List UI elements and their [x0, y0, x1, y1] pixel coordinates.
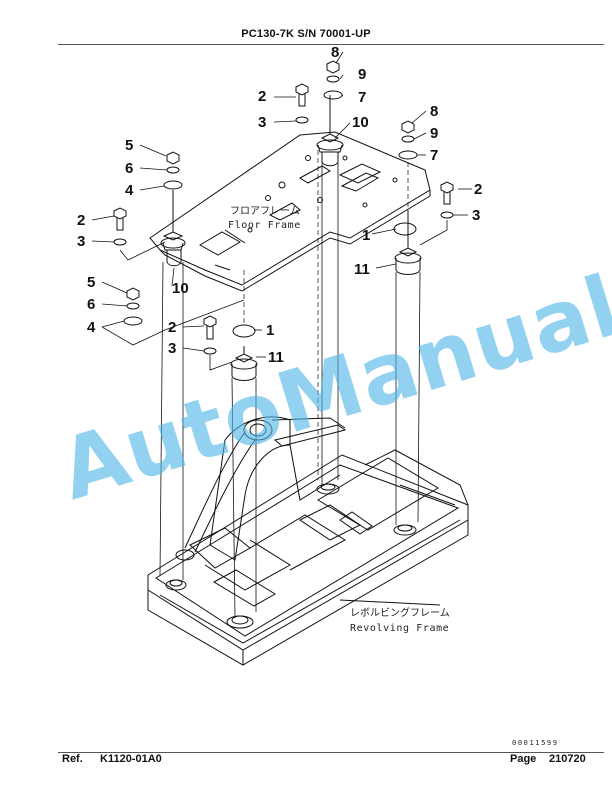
callout-1-center: 1 — [266, 322, 274, 339]
mount-10-right — [316, 95, 344, 167]
page-label: Page — [510, 753, 537, 765]
callout-3-top: 3 — [258, 114, 266, 131]
nut-8-right — [401, 120, 415, 134]
callout-3-center: 3 — [168, 340, 176, 357]
nut-5-top — [166, 151, 180, 165]
page-title: PC130-7K S/N 70001-UP — [241, 28, 371, 40]
floor-frame-label-jp: フロアフレーム — [230, 205, 300, 217]
callout-3-right: 3 — [472, 207, 480, 224]
bolt-2-center — [203, 315, 217, 340]
callout-9-right: 9 — [430, 125, 438, 142]
callout-2-center: 2 — [168, 319, 176, 336]
washer-3-right — [440, 211, 454, 219]
callout-6-lower: 6 — [87, 296, 95, 313]
disc-1-right — [393, 222, 417, 236]
page-number: 210720 — [549, 753, 586, 765]
header-rule — [58, 44, 604, 45]
callout-3-left: 3 — [77, 233, 85, 250]
washer-3-center — [203, 347, 217, 355]
callout-numbers: 8 9 2 7 3 10 8 9 7 5 6 4 2 2 3 3 1 11 10… — [77, 44, 482, 366]
mount-11-center — [230, 346, 258, 381]
revolving-frame — [147, 416, 469, 666]
callout-7-right: 7 — [430, 147, 438, 164]
callout-10-top: 10 — [352, 114, 369, 131]
plate-4-top — [163, 180, 183, 190]
callout-5-top: 5 — [125, 137, 133, 154]
callout-8-right: 8 — [430, 103, 438, 120]
ref-value: K1120-01A0 — [100, 753, 162, 765]
floor-frame-label-en: Floor Frame — [228, 220, 301, 231]
washer-9-top — [326, 75, 340, 83]
footer-rule — [58, 752, 604, 753]
callout-2-right: 2 — [474, 181, 482, 198]
washer-3-top — [295, 116, 309, 124]
callout-10-left: 10 — [172, 280, 189, 297]
leader-lines — [91, 51, 472, 371]
document-number: 00011599 — [512, 739, 559, 747]
nut-5-lower — [126, 287, 140, 301]
revolving-frame-label-jp: レボルビングフレーム — [350, 606, 450, 619]
callout-2-left: 2 — [77, 212, 85, 229]
nut-8-top — [326, 60, 340, 74]
washer-3-left — [113, 238, 127, 246]
washer-6-lower — [126, 302, 140, 310]
washer-9-right — [401, 135, 415, 143]
bolt-2-top — [295, 83, 309, 107]
callout-9-top: 9 — [358, 66, 366, 83]
plate-7-top — [323, 90, 343, 100]
washer-6-top — [166, 166, 180, 174]
center-lines — [172, 100, 409, 480]
callout-4-lower: 4 — [87, 319, 96, 336]
callout-7-top: 7 — [358, 89, 366, 106]
callout-6-top: 6 — [125, 160, 133, 177]
callout-1-right: 1 — [362, 227, 370, 244]
callout-11-center: 11 — [268, 349, 284, 366]
plate-4-lower — [123, 316, 143, 326]
callout-2-top: 2 — [258, 88, 266, 105]
revolving-frame-label-en: Revolving Frame — [350, 623, 449, 634]
callout-5-lower: 5 — [87, 274, 95, 291]
bolt-2-right — [440, 181, 454, 205]
callout-8-top: 8 — [331, 44, 339, 61]
ref-label: Ref. — [62, 753, 83, 765]
bolt-2-left — [113, 207, 127, 231]
callout-11-right: 11 — [354, 261, 370, 278]
projection-lines — [159, 163, 421, 619]
plate-7-right — [398, 150, 418, 160]
floor-frame — [149, 131, 431, 292]
disc-1-center — [232, 324, 256, 338]
callout-4-top: 4 — [125, 182, 134, 199]
watermark: AutoManual — [49, 256, 612, 519]
